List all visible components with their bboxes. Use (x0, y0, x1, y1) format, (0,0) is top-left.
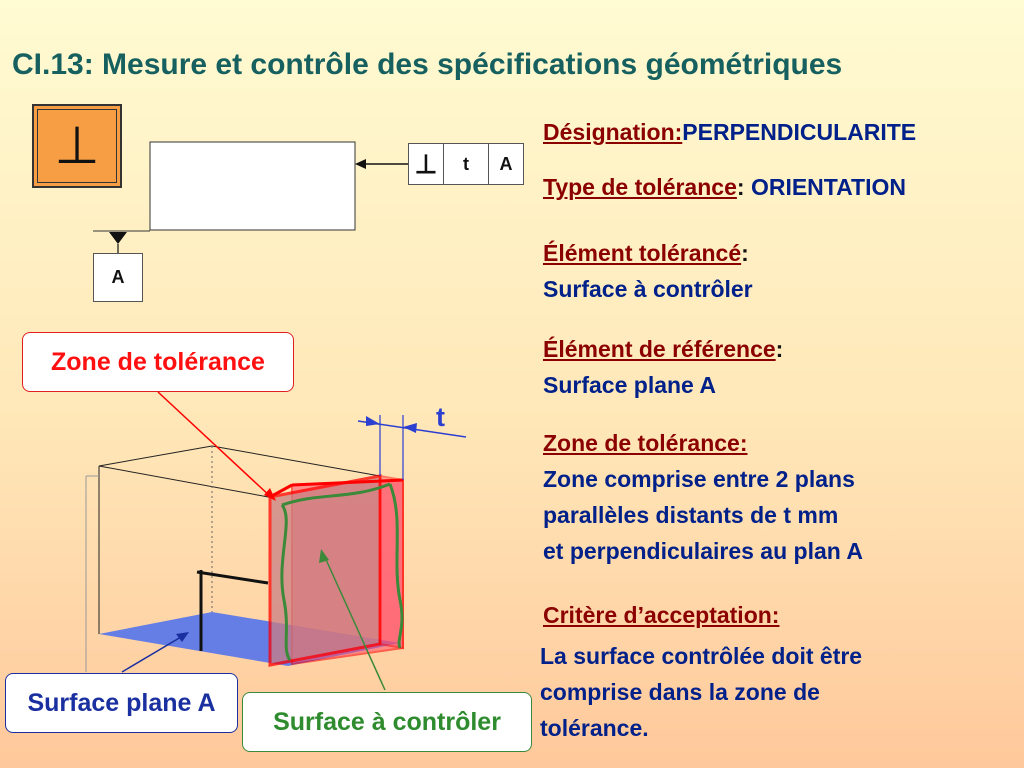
zone-line: et perpendiculaires au plan A (543, 538, 863, 564)
critere-line: tolérance. (540, 715, 649, 741)
perpendicularity-icon: ⊥ (54, 117, 100, 175)
perpendicularity-symbol-box: ⊥ (32, 104, 122, 188)
zone-tolerance-label: Zone de tolérance (22, 332, 294, 392)
part-outline (149, 141, 356, 231)
zone-block: Zone de tolérance: Zone comprise entre 2… (543, 425, 863, 569)
critere-heading-row: Critère d’acceptation: (543, 597, 779, 633)
plane-leader-line (121, 633, 187, 673)
element-heading: Élément tolérancé (543, 240, 742, 266)
frame-symbol-cell: ⊥ (409, 144, 444, 184)
reference-block: Élément de référence: Surface plane A (543, 331, 783, 403)
critere-block: La surface contrôlée doit être comprise … (540, 638, 862, 746)
leader-arrow (355, 159, 366, 169)
datum-triangle (109, 232, 127, 244)
designation-heading: Désignation: (543, 119, 683, 145)
box-edge-top-left (98, 445, 213, 467)
zone-line: parallèles distants de t mm (543, 502, 839, 528)
t-arrow-left (366, 416, 380, 426)
tolerance-zone-right-side (379, 474, 404, 650)
element-heading-line: Élément tolérancé: (543, 235, 753, 271)
zone-leader-line (157, 391, 273, 499)
critere-heading: Critère d’acceptation: (543, 602, 780, 628)
element-block: Élément tolérancé: Surface à contrôler (543, 235, 753, 307)
feature-control-frame: ⊥ t A (408, 143, 524, 185)
plane-a-label: Surface plane A (5, 673, 238, 733)
reference-value: Surface plane A (543, 372, 716, 398)
frame-tolerance-cell: t (444, 144, 489, 184)
element-value: Surface à contrôler (543, 276, 753, 302)
datum-indicator-horizontal (196, 570, 269, 585)
controlled-surface-outline (280, 482, 404, 661)
page-title: CI.13: Mesure et contrôle des spécificat… (12, 48, 843, 81)
surface-leader-line (322, 552, 386, 691)
t-dimension-label: t (436, 402, 445, 432)
type-value: ORIENTATION (750, 174, 906, 200)
designation-row: Désignation:PERPENDICULARITE (543, 114, 916, 150)
tolerance-zone-top-edge (269, 483, 293, 499)
zone-leader-arrow (264, 488, 276, 501)
box-edge-top-back (211, 445, 381, 477)
critere-line: La surface contrôlée doit être (540, 643, 863, 669)
zone-line: Zone comprise entre 2 plans (543, 466, 855, 492)
tolerance-zone-top-back (291, 478, 404, 487)
surface-control-label: Surface à contrôler (242, 692, 532, 752)
surface-leader-arrow (319, 549, 329, 563)
element-separator: : (741, 240, 749, 266)
critere-line: comprise dans la zone de (540, 679, 820, 705)
reference-heading-line: Élément de référence: (543, 331, 783, 367)
plane-leader-arrow (176, 632, 189, 642)
frame-datum-cell: A (499, 153, 513, 174)
reference-heading: Élément de référence (543, 336, 776, 362)
t-arrow-right (403, 423, 417, 433)
type-row: Type de tolérance: ORIENTATION (543, 169, 906, 205)
box-edge-top-front (98, 465, 275, 499)
reference-separator: : (775, 336, 784, 362)
type-heading: Type de tolérance (543, 174, 737, 200)
designation-value: PERPENDICULARITE (682, 119, 917, 145)
type-separator: : (736, 174, 751, 200)
datum-box: A (93, 253, 143, 302)
schematic-drawing (93, 141, 408, 253)
zone-heading: Zone de tolérance: (543, 430, 748, 456)
